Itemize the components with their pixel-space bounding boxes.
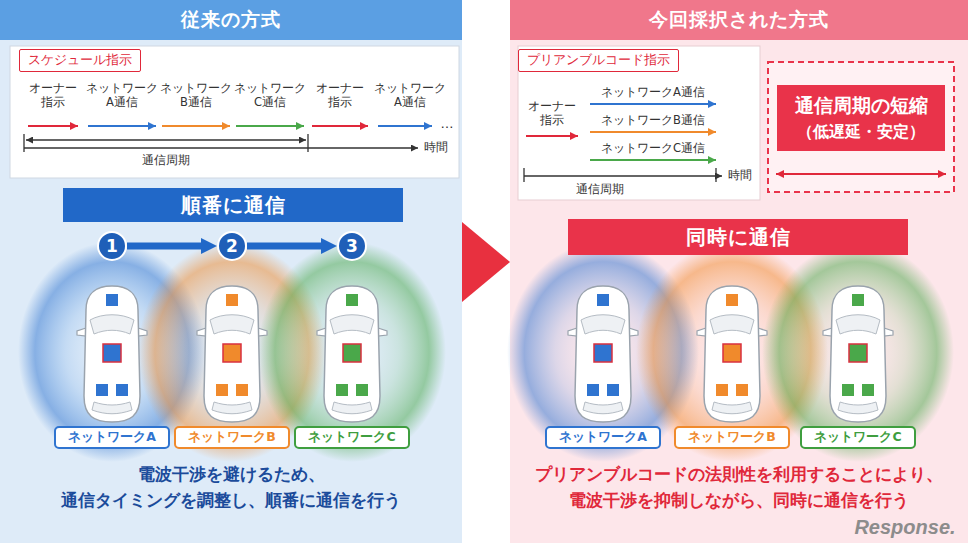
network-arrow	[236, 125, 304, 127]
network-step: ネットワーク A通信	[86, 82, 158, 110]
timeline-box	[10, 46, 459, 178]
step-number-text: 3	[346, 236, 358, 256]
car	[77, 286, 147, 422]
instruction-tag-text: プリアンブルコード指示	[527, 52, 670, 69]
car	[317, 286, 387, 422]
network-arrow	[162, 125, 230, 127]
result-heading: 通信周期の短縮	[795, 93, 928, 119]
cars	[77, 286, 893, 422]
owner-step: オーナー 指示	[29, 82, 77, 110]
network-label-text: ネットワークB	[688, 429, 776, 446]
sequence-arrow	[127, 243, 201, 250]
mode-banner: 順番に通信	[63, 188, 403, 222]
network-step: ネットワークC通信	[601, 142, 705, 156]
time-label: 時間	[424, 140, 448, 154]
cycle-label: 通信周期	[142, 153, 190, 167]
owner-arrow	[312, 125, 368, 127]
network-label-text: ネットワークC	[814, 429, 901, 446]
network-label: ネットワークC	[294, 426, 409, 449]
ellipsis: …	[441, 116, 454, 132]
result-note: （低遅延・安定）	[797, 122, 925, 143]
time-label: 時間	[728, 168, 752, 182]
method-panel: 今回採択された方式プリアンブルコードの法則性を利用することにより、 電波干渉を抑…	[510, 0, 968, 543]
owner-arrow	[28, 125, 78, 127]
network-arrow	[590, 131, 716, 133]
network-label-text: ネットワークB	[188, 429, 276, 446]
network-label: ネットワークB	[674, 426, 790, 449]
panel-caption: プリアンブルコードの法則性を利用することにより、 電波干渉を抑制しながら、同時に…	[527, 462, 952, 513]
network-step: ネットワーク C通信	[234, 82, 306, 110]
owner-step: オーナー 指示	[528, 100, 576, 128]
instruction-tag-text: スケジュール指示	[28, 52, 132, 69]
network-label: ネットワークA	[545, 426, 661, 449]
network-label: ネットワークB	[174, 426, 290, 449]
car	[823, 286, 893, 422]
tick	[715, 168, 716, 182]
tick	[23, 134, 24, 152]
shortening-arrow	[776, 173, 946, 175]
time-axis	[24, 147, 418, 149]
step-number-text: 1	[106, 236, 118, 256]
tick	[307, 134, 308, 152]
mode-banner-text: 同時に通信	[686, 224, 791, 251]
step-number: 2	[217, 231, 247, 261]
owner-arrow	[526, 135, 578, 137]
mode-banner-text: 順番に通信	[181, 192, 286, 219]
instruction-tag: スケジュール指示	[19, 49, 141, 72]
car	[197, 286, 267, 422]
network-label-text: ネットワークC	[308, 429, 395, 446]
network-label-text: ネットワークA	[559, 429, 647, 446]
cycle-arrow	[26, 139, 306, 140]
network-arrow	[88, 125, 156, 127]
step-number: 3	[337, 231, 367, 261]
transition-chevron	[462, 222, 510, 302]
network-step: ネットワークA通信	[601, 86, 705, 100]
panel-ground	[0, 0, 462, 543]
panel-caption: 電波干渉を避けるため、 通信タイミングを調整し、順番に通信を行う	[49, 462, 414, 513]
network-arrow	[590, 159, 716, 161]
dashed-frame	[768, 62, 954, 192]
network-step: ネットワークB通信	[601, 114, 705, 128]
tick	[523, 168, 524, 182]
cycle-label: 通信周期	[576, 182, 624, 196]
step-number-text: 2	[226, 236, 238, 256]
step-number: 1	[97, 231, 127, 261]
network-step: ネットワーク B通信	[160, 82, 232, 110]
network-step: ネットワーク A通信	[374, 82, 446, 110]
instruction-tag: プリアンブルコード指示	[518, 49, 679, 72]
car	[568, 286, 638, 422]
network-label-text: ネットワークA	[68, 429, 156, 446]
panel-heading: 今回採択された方式	[649, 7, 829, 33]
time-axis	[524, 175, 722, 177]
halo-c	[762, 242, 954, 462]
car	[697, 286, 767, 422]
network-arrow	[378, 125, 432, 127]
result-box: 通信周期の短縮 （低遅延・安定）	[777, 85, 945, 151]
timeline-box	[518, 46, 760, 200]
sequence-arrow	[247, 243, 321, 250]
mode-banner: 同時に通信	[568, 219, 908, 255]
network-arrow	[590, 103, 716, 105]
watermark: Response.	[854, 515, 955, 539]
network-label: ネットワークA	[54, 426, 170, 449]
network-label: ネットワークC	[800, 426, 915, 449]
panel-heading: 従来の方式	[181, 7, 281, 33]
owner-step: オーナー 指示	[316, 82, 364, 110]
